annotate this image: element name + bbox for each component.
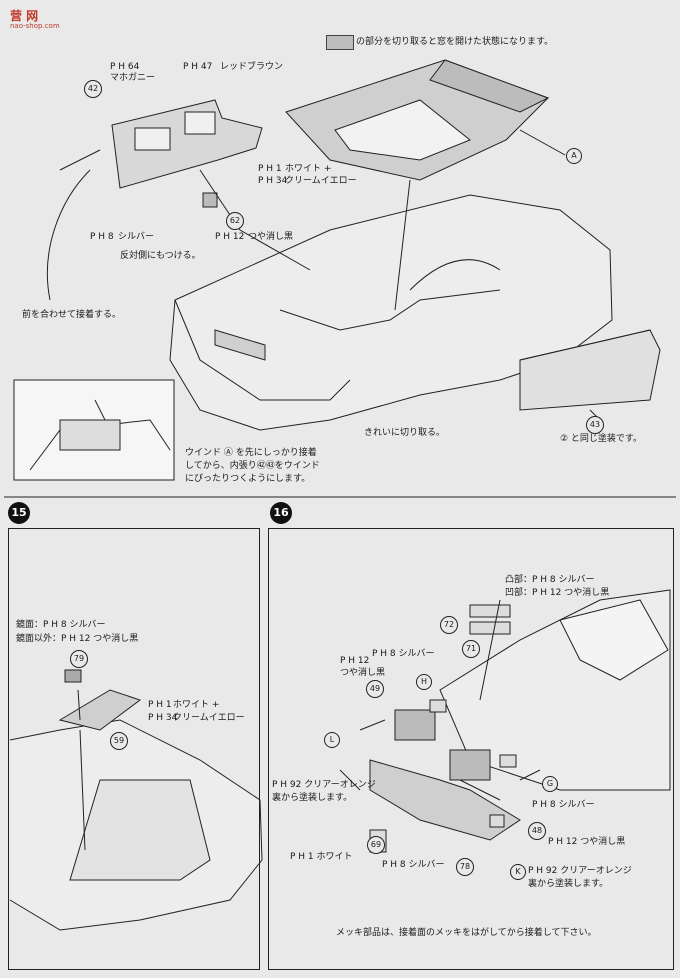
silver-code: P H 8 (90, 232, 114, 242)
cream-code: P H 34 (258, 176, 288, 186)
watermark-url: nao-shop.com (10, 22, 60, 30)
s15-white-label: ホワイト + (173, 700, 220, 710)
s16-matte-code: P H 12 (340, 656, 370, 666)
step-15-badge: 15 (8, 502, 30, 524)
s16-white-label: P H 1 ホワイト (290, 852, 353, 862)
part-H-callout: H (416, 674, 432, 690)
s15-white-code: P H 1 (148, 700, 172, 710)
watermark-brand: 营 网 (10, 9, 39, 23)
section16-frame (268, 528, 674, 970)
cut-area-swatch (326, 35, 354, 50)
part-79-callout: 79 (70, 650, 88, 668)
step-16-badge: 16 (270, 502, 292, 524)
part-69-callout: 69 (367, 836, 385, 854)
mahogany-label: マホガニー (110, 73, 156, 83)
cream-label: クリームイエロー (285, 176, 357, 186)
matte-black-code: P H 12 (215, 232, 245, 242)
part-43-callout: 43 (586, 416, 604, 434)
mahogany-code: P H 64 (110, 62, 140, 72)
part-L-callout: L (324, 732, 340, 748)
white-code: P H 1 (258, 164, 282, 174)
mirror-face-label: 鏡面：P H 8 シルバー (16, 620, 106, 630)
cut-note: の部分を切り取ると窓を開けた状態になります。 (356, 37, 554, 47)
section15-frame (8, 528, 260, 970)
concave-label: 凹部：P H 12 つや消し黒 (505, 588, 610, 598)
cut-clean-note: きれいに切り取る。 (364, 428, 446, 438)
convex-label: 凸部：P H 8 シルバー (505, 575, 595, 585)
part-A-callout: A (566, 148, 582, 164)
section14-frame (8, 22, 674, 496)
s15-cream-code: P H 34 (148, 713, 178, 723)
matte-black-label: つや消し黒 (248, 232, 294, 242)
other-side-note: 反対側にもつける。 (120, 251, 201, 261)
window-note-1: ウインド Ⓐ を先にしっかり接着 (185, 448, 317, 458)
chrome-note: メッキ部品は、接着面のメッキをはがしてから接着して下さい。 (336, 928, 597, 938)
part-K-callout: K (510, 864, 526, 880)
red-brown-code: P H 47 (183, 62, 213, 72)
s15-cream-label: クリームイエロー (173, 713, 245, 723)
part-48-callout: 48 (528, 822, 546, 840)
white-label: ホワイト + (285, 164, 332, 174)
s16-matte-label-3: P H 12 つや消し黒 (548, 837, 626, 847)
s16-silver-label: P H 8 シルバー (372, 649, 435, 659)
clear-orange-2: P H 92 クリアーオレンジ (528, 866, 632, 876)
part-59-callout: 59 (110, 732, 128, 750)
watermark-logo: 营 网 nao-shop.com (4, 4, 80, 34)
silver-label: シルバー (118, 232, 155, 242)
part-42-callout: 42 (84, 80, 102, 98)
window-note-3: にぴったりつくようにします。 (185, 474, 311, 484)
non-mirror-label: 鏡面以外：P H 12 つや消し黒 (16, 634, 139, 644)
part-G-callout: G (542, 776, 558, 792)
part-72-callout: 72 (440, 616, 458, 634)
back-paint-1: 裏から塗装します。 (272, 793, 353, 803)
part-49-callout: 49 (366, 680, 384, 698)
part-62-callout: 62 (226, 212, 244, 230)
s16-matte-label: つや消し黒 (340, 668, 386, 678)
part-71-callout: 71 (462, 640, 480, 658)
window-note-2: してから、内張り㊷㊸をウインド (185, 461, 320, 471)
s16-silver-label-3: P H 8 シルバー (382, 860, 445, 870)
s16-silver-label-2: P H 8 シルバー (532, 800, 595, 810)
clear-orange-1: P H 92 クリアーオレンジ (272, 780, 376, 790)
same-paint-note: ② と同じ塗装です。 (560, 434, 643, 444)
align-front-note: 前を合わせて接着する。 (22, 310, 122, 320)
back-paint-2: 裏から塗装します。 (528, 879, 609, 889)
red-brown-label: レッドブラウン (220, 62, 284, 72)
part-78-callout: 78 (456, 858, 474, 876)
